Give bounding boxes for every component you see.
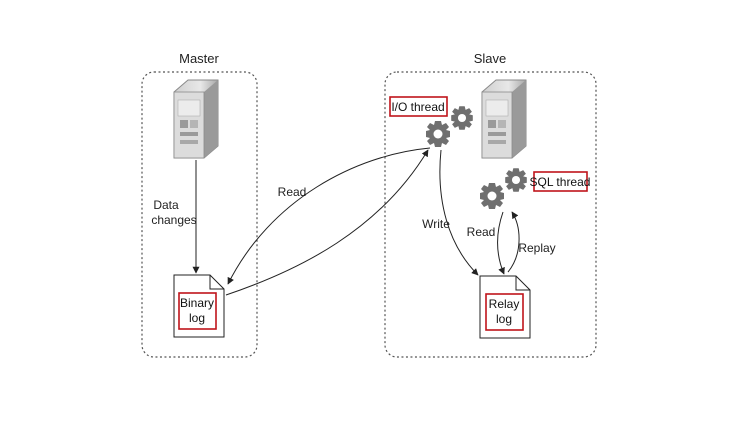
relay-log-label-1: Relay — [489, 297, 520, 311]
write-arrow — [439, 149, 479, 276]
read-response-arrow — [225, 149, 429, 296]
data-changes-label-1: Data — [153, 198, 179, 212]
write-label: Write — [422, 217, 450, 231]
io-thread-label: I/O thread — [391, 100, 444, 114]
master-title: Master — [179, 51, 219, 66]
slave-server-icon — [481, 79, 527, 159]
relay-log-document: Relay log — [479, 275, 531, 339]
sql-thread-highlight — [533, 171, 588, 192]
binary-log-highlight — [178, 292, 217, 330]
relay-log-highlight — [485, 293, 524, 331]
relay-log-label-2: log — [496, 312, 512, 326]
sql-thread-label: SQL thread — [530, 175, 591, 189]
binary-log-label-2: log — [189, 311, 205, 325]
master-server-icon — [173, 79, 219, 159]
master-panel — [141, 71, 258, 358]
read-request-arrow — [227, 147, 431, 285]
sql-thread-gears-icon — [480, 168, 527, 209]
replay-label: Replay — [518, 241, 555, 255]
slave-title: Slave — [474, 51, 507, 66]
read-relay-label: Read — [467, 225, 496, 239]
data-changes-label-2: changes — [151, 213, 196, 227]
io-thread-highlight — [389, 96, 448, 117]
binary-log-label-1: Binary — [180, 296, 214, 310]
binary-log-document: Binary log — [173, 274, 225, 338]
read-master-label: Read — [278, 185, 307, 199]
replay-arrow — [507, 211, 520, 273]
read-relay-arrow — [496, 211, 505, 275]
